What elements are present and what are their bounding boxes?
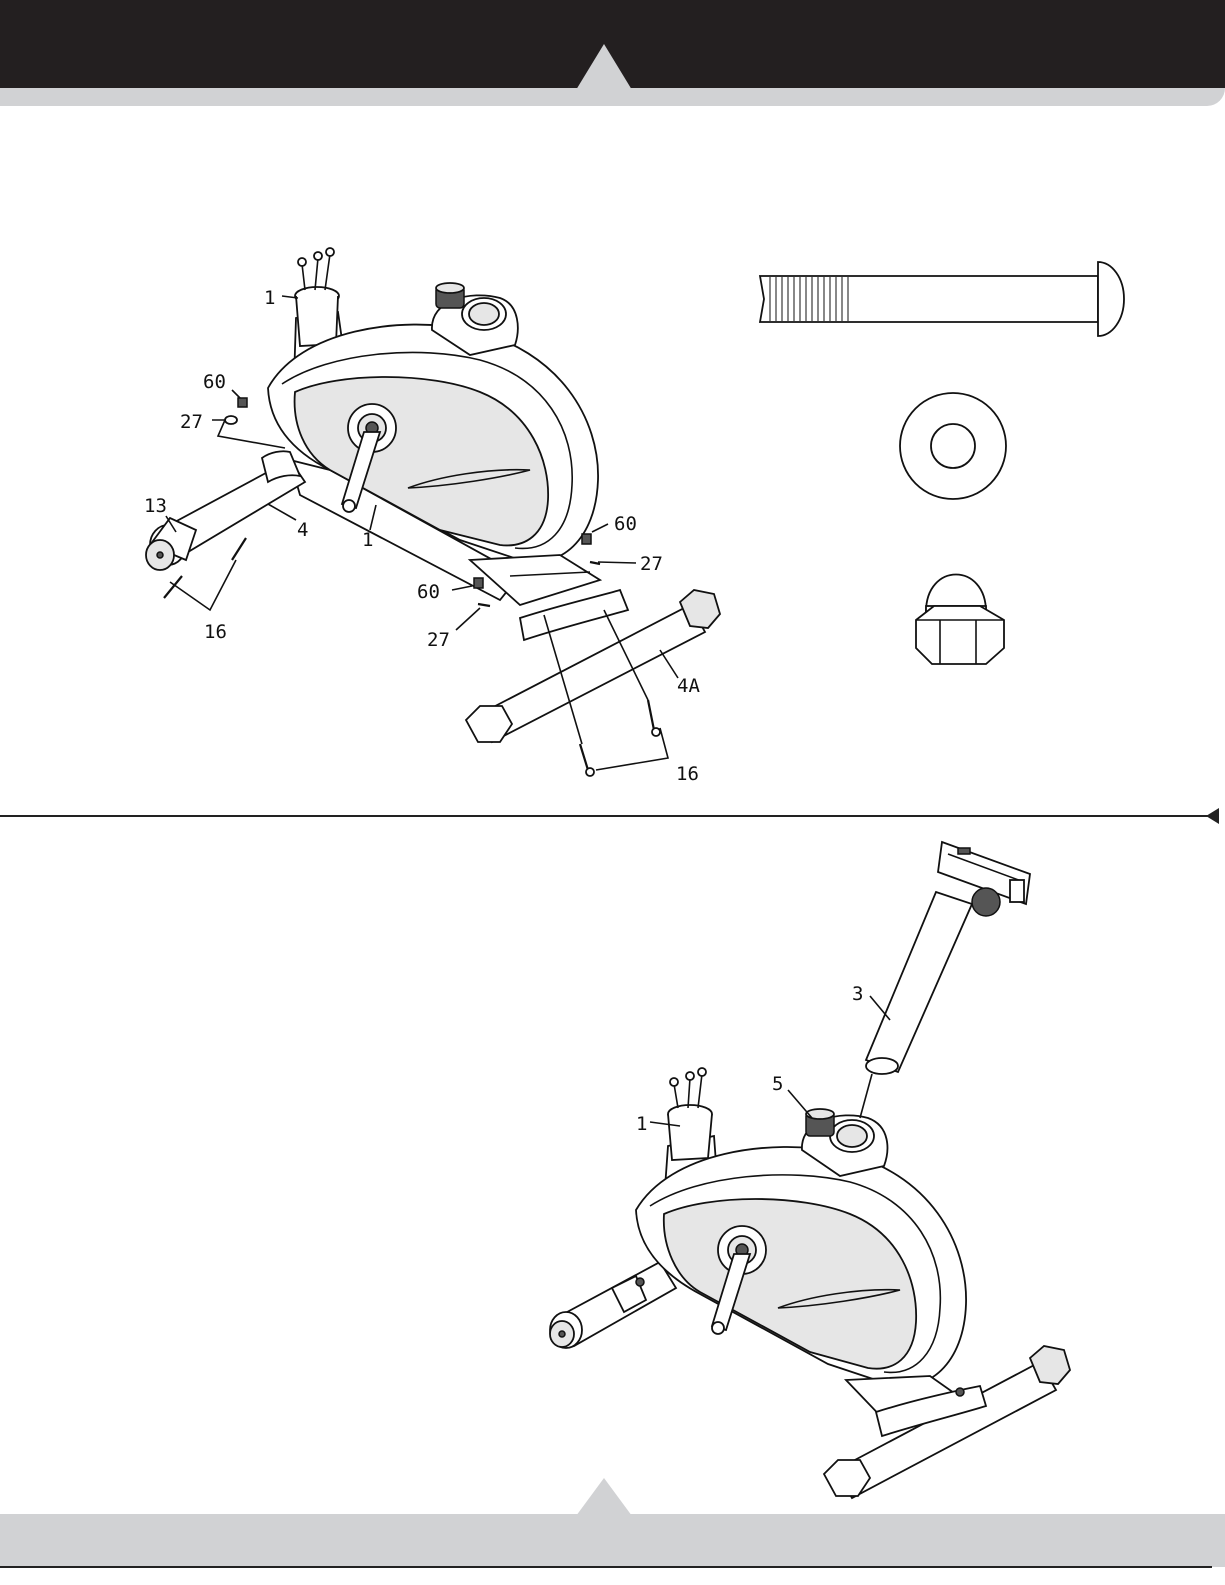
callout-1: 1 xyxy=(636,1113,647,1135)
callout-3: 3 xyxy=(852,983,863,1005)
callout-13: 13 xyxy=(144,495,167,517)
callout-1b: 1 xyxy=(362,529,373,551)
callout-1a: 1 xyxy=(264,287,275,309)
step-top-diagram: 1 60 27 13 4 1 16 60 27 60 27 4A 16 xyxy=(0,106,1225,811)
callout-16b: 16 xyxy=(676,763,699,785)
acorn-nut-icon xyxy=(916,575,1004,665)
callout-4: 4 xyxy=(297,519,308,541)
callout-27a: 27 xyxy=(180,411,203,433)
callout-27b: 27 xyxy=(640,553,663,575)
callout-60c: 60 xyxy=(417,581,440,603)
step-divider xyxy=(0,815,1212,817)
bike-assembled-frame xyxy=(550,1068,1070,1498)
footer-rule xyxy=(0,1566,1212,1568)
carriage-bolt-icon xyxy=(760,262,1124,336)
callout-16a: 16 xyxy=(204,621,227,643)
flat-washer-icon xyxy=(900,393,1006,499)
footer-strip xyxy=(0,1514,1225,1567)
header-strip xyxy=(0,88,1225,106)
step-bottom-diagram: 3 5 1 xyxy=(0,820,1225,1510)
callout-4a: 4A xyxy=(677,675,700,697)
header-notch xyxy=(576,44,632,90)
callout-27c: 27 xyxy=(427,629,450,651)
bike-main-frame xyxy=(268,248,600,605)
callout-5: 5 xyxy=(772,1073,783,1095)
front-stabilizer xyxy=(466,590,720,742)
seat-post xyxy=(866,842,1030,1074)
footer-notch xyxy=(576,1478,632,1516)
callout-60a: 60 xyxy=(203,371,226,393)
callout-60b: 60 xyxy=(614,513,637,535)
